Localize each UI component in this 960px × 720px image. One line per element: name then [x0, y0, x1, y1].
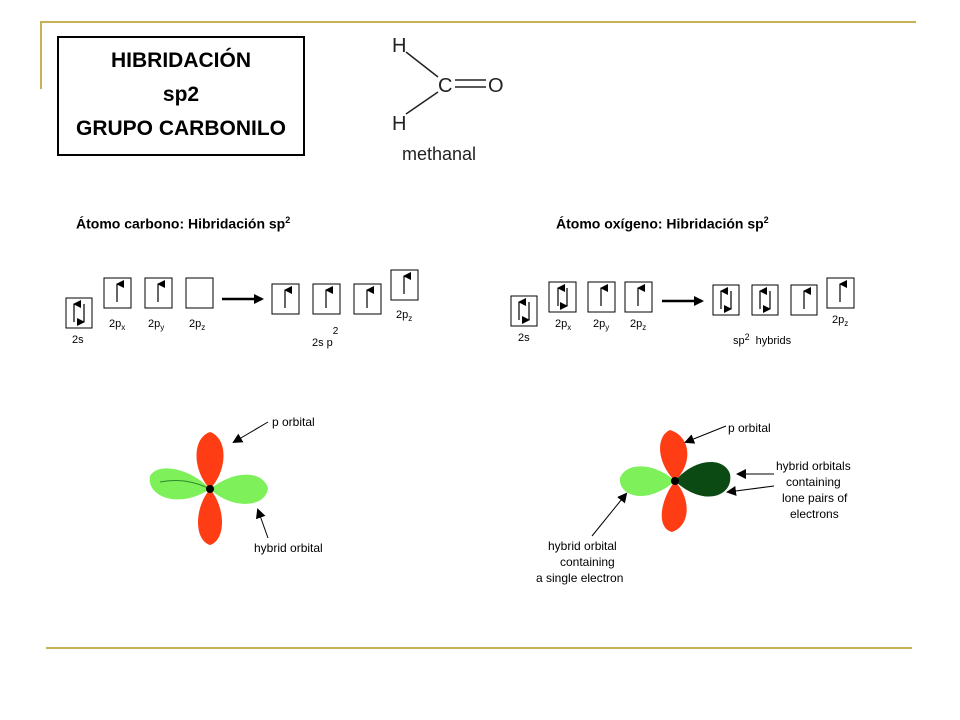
molecule-name: methanal: [402, 144, 476, 164]
c-label-2pz-hybrid: 2pz: [396, 309, 412, 323]
oxygen-caption-sup: 2: [763, 215, 769, 225]
o-p-lobe-top: [660, 430, 688, 481]
o-label-lone-2: containing: [786, 475, 841, 489]
carbon-caption: Átomo carbono: Hibridación sp2: [76, 215, 290, 232]
c-label-2px: 2px: [109, 318, 125, 332]
c-hybrid-lobe-right: [210, 474, 268, 504]
o-hybrid-lobe-single: [619, 466, 675, 496]
c-label-2s: 2s: [72, 334, 84, 346]
c-arrow-p: [232, 421, 269, 444]
c-label-2pz: 2pz: [189, 318, 205, 332]
title-line-1: HIBRIDACIÓN: [111, 49, 251, 72]
carbon-orbitals: p orbital hybrid orbital: [149, 415, 323, 555]
c-label-2py: 2py: [148, 318, 164, 332]
c-label-2sp: 2s p2: [312, 326, 339, 349]
bond-ch-bottom: [405, 91, 439, 115]
carbon-electron-diagram: 2s 2px 2py 2pz 2s p2 2pz: [65, 269, 419, 349]
o-arrow-p: [684, 425, 727, 444]
c-arrow-hybrid: [255, 508, 269, 539]
c-p-lobe-bottom: [198, 489, 222, 545]
o-label-2pz: 2pz: [630, 318, 646, 332]
c-label-p-orbital: p orbital: [272, 415, 315, 429]
o-label-lone-1: hybrid orbitals: [776, 459, 851, 473]
o-box-2s: [510, 295, 538, 327]
carbon-caption-sup: 2: [285, 215, 291, 225]
c-hybrid-lobe-left: [149, 468, 210, 500]
atom-h-top: H: [392, 35, 406, 57]
c-box-2pz: [185, 277, 214, 309]
c-nucleus: [206, 485, 214, 493]
title-line-3: GRUPO CARBONILO: [76, 117, 286, 140]
o-box-2px: [548, 281, 577, 313]
atom-o: O: [488, 75, 504, 97]
c-box-2s: [65, 297, 93, 329]
o-lone-pair-lobe: [675, 461, 731, 497]
o-label-2pz-hybrid: 2pz: [832, 314, 848, 328]
c-p-lobe-top: [196, 432, 224, 489]
o-p-lobe-bottom: [661, 481, 687, 532]
c-label-hybrid-orbital: hybrid orbital: [254, 541, 323, 555]
o-label-lone-4: electrons: [790, 507, 839, 521]
methanal-structure: H H C O methanal: [392, 35, 504, 164]
oxygen-caption-text: Átomo oxígeno: Hibridación sp: [556, 215, 764, 232]
o-label-2px: 2px: [555, 318, 571, 332]
o-label-single-1: hybrid orbital: [548, 539, 617, 553]
o-label-single-3: a single electron: [536, 571, 623, 585]
title-box: HIBRIDACIÓN sp2 GRUPO CARBONILO: [57, 36, 305, 156]
o-nucleus: [671, 477, 679, 485]
atom-h-bottom: H: [392, 113, 406, 135]
o-box-sp2-1: [712, 284, 740, 316]
o-label-2s: 2s: [518, 332, 530, 344]
left-rule: [40, 21, 42, 89]
oxygen-orbitals: p orbital hybrid orbitals containing lon…: [536, 421, 851, 585]
bond-ch-top: [405, 51, 439, 78]
o-label-single-2: containing: [560, 555, 615, 569]
o-label-2py: 2py: [593, 318, 609, 332]
atom-c: C: [438, 75, 452, 97]
o-arrow-single: [591, 492, 628, 537]
o-arrow-lone-2: [726, 485, 775, 496]
oxygen-caption: Átomo oxígeno: Hibridación sp2: [556, 215, 769, 232]
carbon-caption-text: Átomo carbono: Hibridación sp: [76, 215, 286, 232]
title-line-2: sp2: [162, 83, 200, 106]
o-label-p-orbital: p orbital: [728, 421, 771, 435]
top-rule: [40, 21, 916, 23]
bottom-rule: [46, 647, 912, 649]
o-box-sp2-2: [751, 284, 779, 316]
o-label-lone-3: lone pairs of: [782, 491, 848, 505]
